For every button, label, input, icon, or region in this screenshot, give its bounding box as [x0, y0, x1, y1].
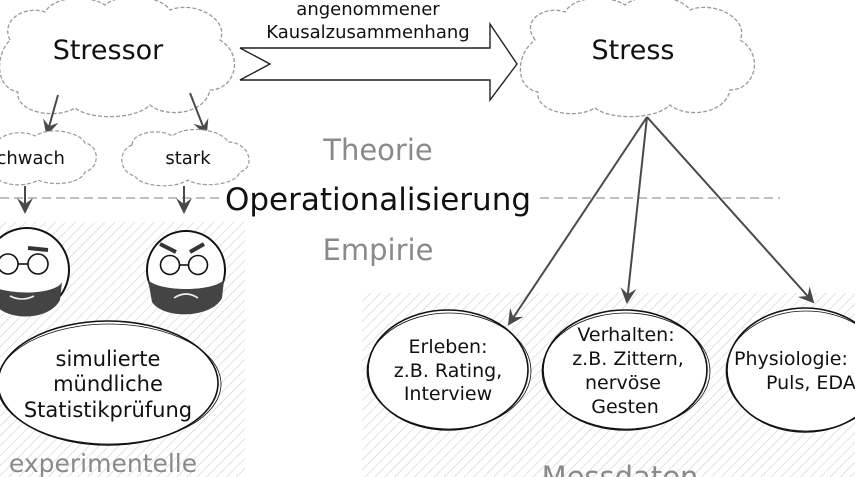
empirical-label: Empirie: [323, 233, 434, 267]
experience-ellipse: [367, 309, 529, 431]
arrow-stressor-weak: [43, 94, 59, 136]
manipulation-caption: experimentelle: [9, 449, 197, 477]
behavior-ellipse: [542, 309, 708, 431]
physiology-ellipse: [726, 307, 855, 433]
arrow-stress-behavior: [620, 116, 648, 304]
experience-line3: Interview: [404, 383, 492, 405]
behavior-line4: Gesten: [591, 396, 659, 418]
manipulation-line2: mündliche: [53, 372, 163, 396]
experience-ellipse-sketch: [366, 312, 532, 430]
behavior-line2: z.B. Zittern,: [572, 348, 684, 370]
arrow-stress-experience: [507, 116, 648, 326]
behavior-line3: nervöse: [585, 372, 661, 394]
physiology-line2: Puls, EDA: [766, 372, 855, 394]
physiology-line1: Physiologie:: [734, 348, 848, 370]
arrow-stress-physiology: [646, 116, 815, 304]
examiner-face-stern-icon: [146, 230, 226, 315]
manipulation-ellipse-sketch: [0, 323, 222, 445]
examiner-face-friendly-icon: [0, 227, 70, 317]
experience-line2: z.B. Rating,: [394, 360, 502, 382]
stressor-cloud: [0, 0, 236, 118]
stress-cloud: [519, 0, 756, 118]
causal-arrow: [239, 21, 518, 103]
strong-cloud: [121, 128, 250, 187]
stress-label: Stress: [592, 35, 675, 66]
manipulation-line1: simulierte: [56, 347, 161, 371]
operationalization-label: Operationalisierung: [225, 182, 531, 218]
stressor-label: Stressor: [53, 35, 164, 66]
manipulation-ellipse: [0, 320, 219, 446]
arrow-label-line1: angenommener: [296, 0, 440, 20]
strong-label: stark: [165, 148, 211, 169]
physiology-ellipse-sketch: [725, 310, 855, 432]
behavior-ellipse-sketch: [541, 312, 711, 430]
experience-line1: Erleben:: [409, 336, 488, 358]
arrow-label-line2: Kausalzusammenhang: [266, 22, 469, 43]
behavior-line1: Verhalten:: [577, 324, 674, 346]
arrow-stressor-strong: [189, 92, 209, 136]
weak-cloud: [0, 130, 97, 186]
measures-caption: Messdaten: [542, 460, 699, 477]
theory-label: Theorie: [322, 133, 433, 167]
manipulation-line3: Statistikprüfung: [24, 398, 192, 422]
